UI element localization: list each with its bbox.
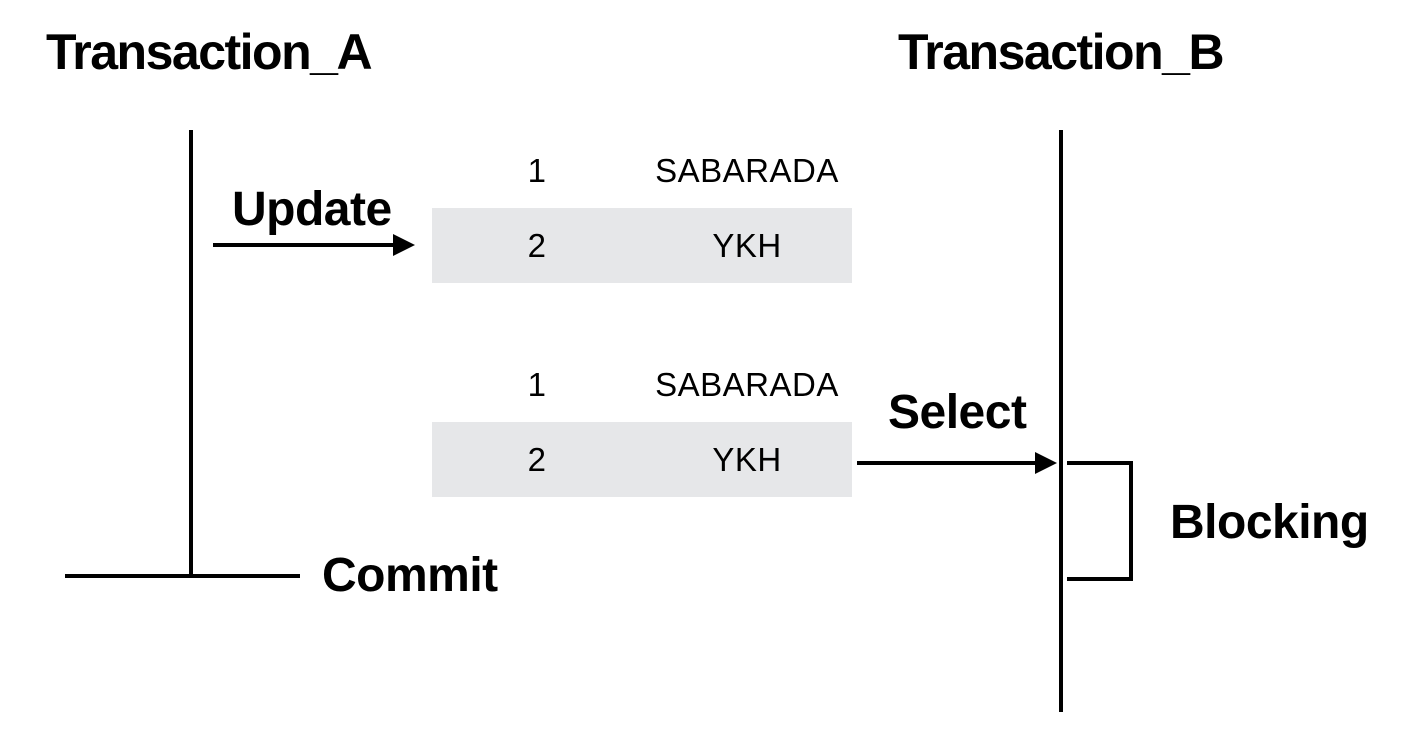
row-value-cell: YKH [712,226,782,264]
update-arrow-shaft [213,243,395,247]
table-snapshot-1: 1 SABARADA 2 YKH [432,133,852,283]
transaction-a-lifeline [189,130,193,577]
transaction-b-lifeline [1059,130,1063,712]
update-arrow-head-icon [393,234,415,256]
row-id-cell: 1 [527,151,547,189]
table-snapshot-2: 1 SABARADA 2 YKH [432,347,852,497]
select-arrow-shaft [857,461,1037,465]
row-value-cell: YKH [712,440,782,478]
update-label: Update [232,183,392,236]
table-row: 1 SABARADA [432,133,852,208]
select-label: Select [888,386,1027,439]
row-id-cell: 2 [527,226,547,264]
row-value-cell: SABARADA [655,365,839,403]
row-id-cell: 2 [527,440,547,478]
commit-label: Commit [322,549,498,602]
select-arrow-head-icon [1035,452,1057,474]
table-row: 1 SABARADA [432,347,852,422]
transaction-a-title: Transaction_A [46,24,373,80]
row-id-cell: 1 [527,365,547,403]
table-row: 2 YKH [432,208,852,283]
blocking-label: Blocking [1170,496,1369,549]
table-row: 2 YKH [432,422,852,497]
commit-tick-line [65,574,300,578]
transaction-b-title: Transaction_B [898,24,1225,80]
row-value-cell: SABARADA [655,151,839,189]
blocking-bracket [1067,461,1133,581]
